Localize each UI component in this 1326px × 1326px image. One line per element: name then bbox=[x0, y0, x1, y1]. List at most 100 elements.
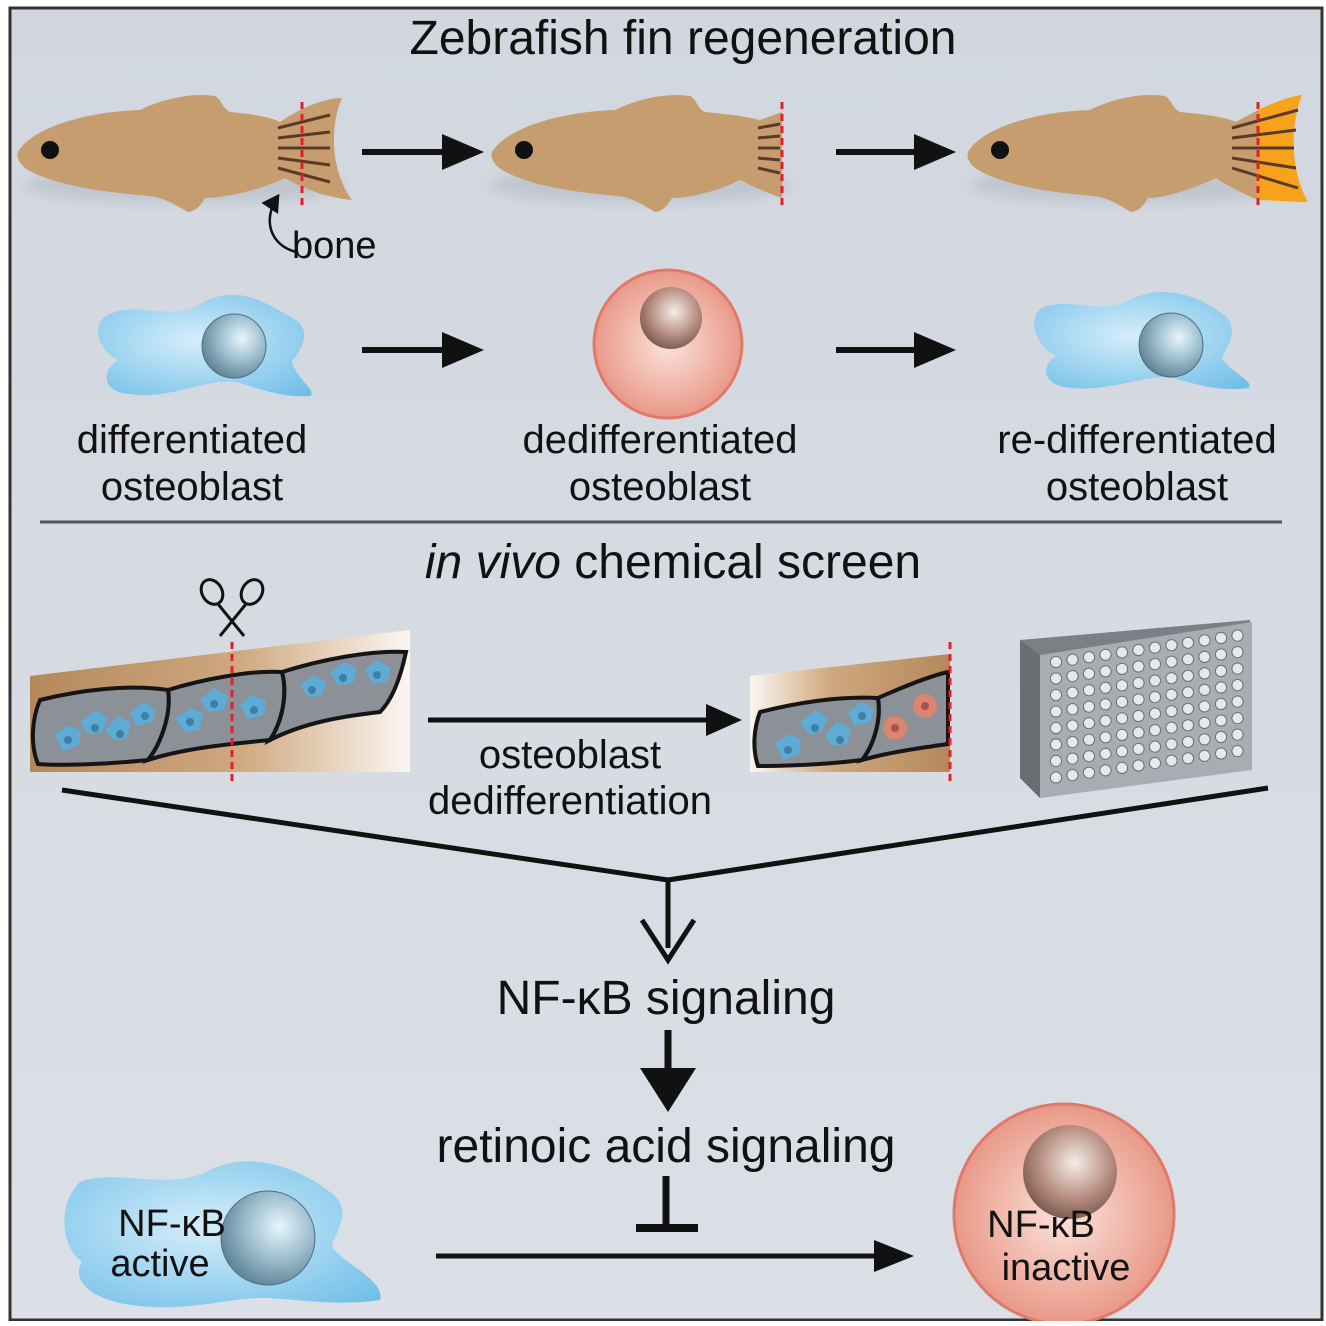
differentiated-label-line1: differentiated bbox=[77, 418, 308, 462]
plate-well bbox=[1115, 728, 1129, 742]
differentiated-label-line2: osteoblast bbox=[101, 465, 283, 509]
fin-tissue-after-amputation bbox=[750, 642, 952, 782]
figure-title: Zebrafish fin regeneration bbox=[410, 12, 957, 65]
plate-well bbox=[1148, 724, 1162, 737]
plate-well bbox=[1214, 714, 1228, 727]
plate-well bbox=[1082, 766, 1096, 779]
plate-well bbox=[1132, 726, 1145, 739]
arrow-fish-2-to-3 bbox=[836, 134, 956, 170]
plate-well bbox=[1132, 693, 1145, 706]
plate-well bbox=[1082, 667, 1096, 680]
plate-well bbox=[1214, 664, 1228, 678]
plate-well bbox=[1181, 752, 1195, 765]
converging-lines bbox=[61, 785, 1269, 965]
plate-well bbox=[1198, 749, 1211, 763]
plate-well bbox=[1181, 686, 1195, 699]
arrow-active-to-inactive bbox=[436, 1240, 914, 1272]
nucleus bbox=[220, 1190, 316, 1286]
nfkb-active-cell bbox=[64, 1161, 381, 1308]
nfkb-active-label-line1: NF-κB bbox=[118, 1203, 226, 1245]
plate-well bbox=[1082, 700, 1096, 713]
plate-well bbox=[1132, 709, 1145, 723]
plate-well bbox=[1115, 662, 1129, 676]
plate-well bbox=[1198, 667, 1211, 680]
plate-well bbox=[1165, 738, 1178, 751]
plate-well bbox=[1099, 698, 1112, 711]
arrow-cell-2-to-3 bbox=[836, 332, 956, 368]
plate-well bbox=[1066, 653, 1079, 666]
plate-well bbox=[1148, 691, 1162, 704]
plate-wells bbox=[1049, 629, 1244, 784]
plate-well bbox=[1049, 655, 1063, 669]
plate-well bbox=[1082, 651, 1096, 664]
osteoblast-nuclei bbox=[64, 671, 381, 744]
plate-well bbox=[1132, 759, 1145, 772]
plate-well bbox=[1099, 648, 1112, 661]
nfkb-inactive-cell bbox=[952, 1102, 1176, 1326]
nfkb-active-label-line2: active bbox=[110, 1243, 209, 1285]
plate-well bbox=[1165, 705, 1178, 718]
dedifferentiated-osteoblast-cell bbox=[592, 268, 744, 420]
plate-well bbox=[1115, 712, 1129, 725]
fish-eye bbox=[41, 141, 59, 159]
bone-segment bbox=[856, 669, 950, 764]
plate-well bbox=[1082, 717, 1096, 730]
plate-well bbox=[1214, 747, 1228, 760]
plate-well bbox=[1181, 669, 1195, 682]
plate-well bbox=[1181, 719, 1195, 732]
plate-well bbox=[1231, 679, 1244, 692]
nfkb-signaling-label: NF-κB signaling bbox=[497, 972, 836, 1025]
plate-well bbox=[1066, 752, 1079, 765]
plate-well bbox=[1148, 740, 1162, 753]
plate-well bbox=[1214, 681, 1228, 694]
plate-well bbox=[1231, 712, 1244, 725]
plate-well bbox=[1099, 714, 1112, 727]
arrow-fish-1-to-2 bbox=[362, 134, 484, 170]
plate-well bbox=[1066, 703, 1079, 716]
fish-regenerated bbox=[967, 94, 1308, 212]
plate-well bbox=[1181, 653, 1195, 666]
plate-well bbox=[1066, 670, 1079, 683]
plate-well bbox=[1049, 721, 1063, 735]
plate-well bbox=[1049, 738, 1063, 751]
plate-well bbox=[1198, 733, 1211, 746]
fish-eye bbox=[991, 141, 1009, 159]
nucleus bbox=[1138, 312, 1204, 378]
fish-amputated bbox=[491, 94, 784, 212]
plate-well bbox=[1049, 688, 1063, 702]
redifferentiated-label-line1: re-differentiated bbox=[997, 418, 1276, 462]
plate-well bbox=[1214, 697, 1228, 711]
plate-well bbox=[1214, 631, 1228, 645]
plate-well bbox=[1115, 761, 1129, 775]
nucleus bbox=[1023, 1125, 1117, 1219]
dedifferentiated-label-line1: dedifferentiated bbox=[522, 418, 797, 462]
plate-well bbox=[1148, 707, 1162, 720]
plate-well bbox=[1231, 745, 1244, 758]
fin-bone-rays bbox=[277, 113, 331, 184]
redifferentiated-osteoblast-cell bbox=[1034, 291, 1250, 390]
plate-well bbox=[1148, 641, 1162, 654]
plate-well bbox=[1165, 672, 1178, 685]
plate-well bbox=[1099, 731, 1112, 744]
screen-title-rest: chemical screen bbox=[561, 536, 921, 589]
fish-uncut: bone bbox=[17, 94, 377, 267]
plate-well bbox=[1099, 747, 1112, 760]
plate-well bbox=[1198, 683, 1211, 697]
plate-well bbox=[1115, 646, 1129, 659]
plate-well bbox=[1148, 658, 1162, 671]
plate-well bbox=[1181, 702, 1195, 715]
plate-well bbox=[1148, 674, 1162, 687]
plate-well bbox=[1049, 672, 1063, 685]
process-label-line1: osteoblast bbox=[479, 733, 661, 777]
plate-well bbox=[1049, 705, 1063, 718]
plate-well bbox=[1231, 662, 1244, 675]
scissors-icon bbox=[199, 578, 265, 637]
multiwell-plate-icon bbox=[1020, 620, 1252, 798]
plate-well bbox=[1082, 733, 1096, 746]
plate-well bbox=[1099, 681, 1112, 694]
plate-well bbox=[1132, 643, 1145, 657]
plate-well bbox=[1082, 684, 1096, 697]
plate-well bbox=[1165, 639, 1178, 652]
fin-bone-rays bbox=[1231, 108, 1299, 190]
